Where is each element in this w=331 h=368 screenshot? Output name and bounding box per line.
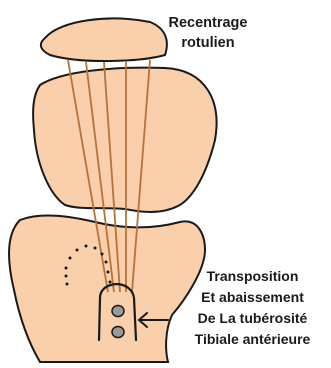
label-bottom-line-3: De La tubérosité bbox=[174, 308, 331, 329]
label-top-line-1: Recentrage bbox=[152, 13, 264, 33]
fixation-screw-upper bbox=[112, 306, 124, 317]
label-top-line-2: rotulien bbox=[152, 33, 264, 53]
label-bottom-line-1: Transposition bbox=[174, 266, 331, 287]
femur-bone bbox=[33, 68, 216, 212]
label-bottom-line-2: Et abaissement bbox=[174, 287, 331, 308]
tuberosity-transposition-label: Transposition Et abaissement De La tubér… bbox=[174, 266, 331, 350]
patella-bone bbox=[41, 19, 167, 61]
label-bottom-line-4: Tibiale antérieure bbox=[174, 329, 331, 350]
patellar-recentering-label: Recentrage rotulien bbox=[152, 13, 264, 53]
fixation-screw-lower bbox=[112, 327, 124, 338]
